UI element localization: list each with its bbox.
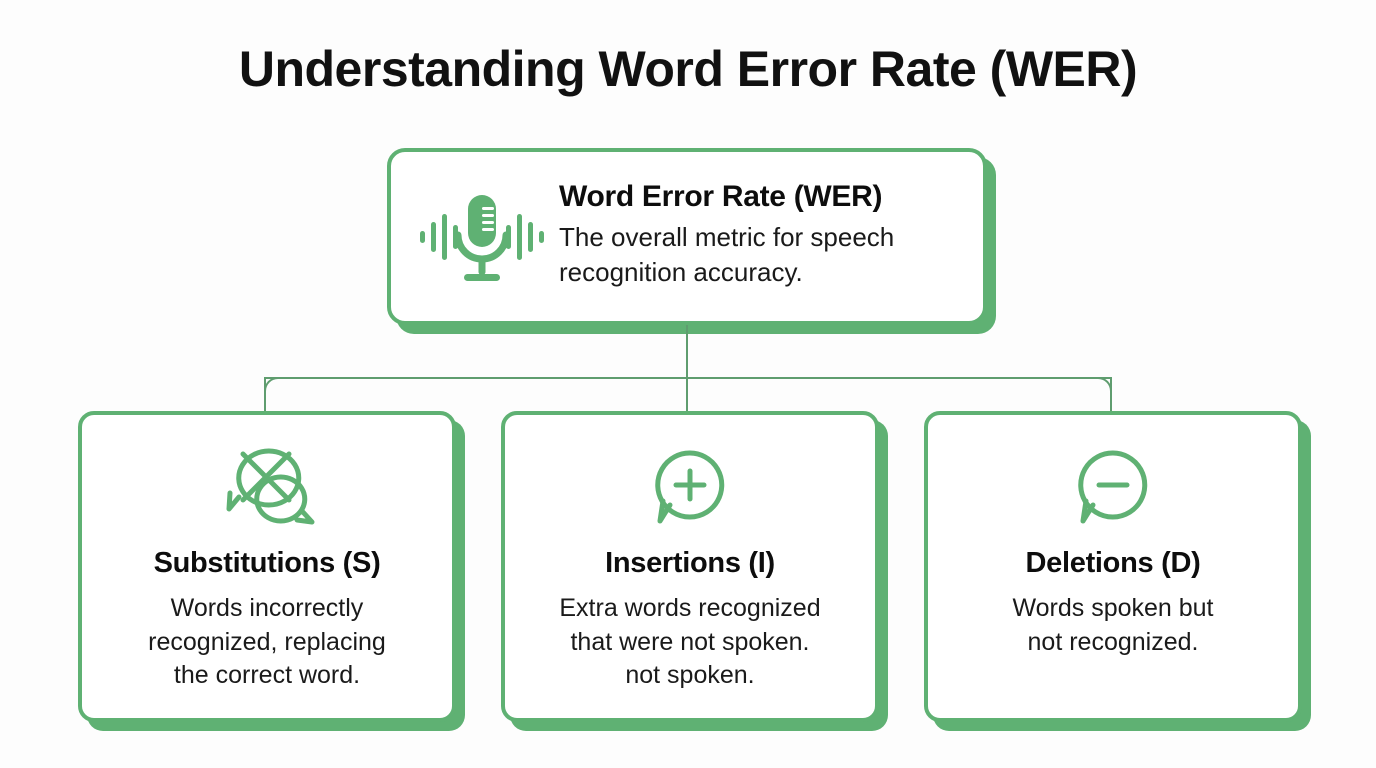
leaf-card-title-deletions: Deletions (D) <box>1025 547 1201 579</box>
leaf-card-title-substitutions: Substitutions (S) <box>153 547 381 579</box>
connector-branch-right <box>1110 377 1112 413</box>
leaf-card-deletions: Deletions (D) Words spoken but not recog… <box>924 411 1302 722</box>
description-line: Extra words recognized <box>559 594 821 623</box>
connector-corner-left <box>264 377 284 397</box>
connector-branch-left <box>264 377 266 413</box>
connector-trunk-vertical <box>686 325 688 378</box>
speech-bubble-minus-icon <box>1073 441 1153 537</box>
root-card-text: Word Error Rate (WER) The overall metric… <box>547 180 957 293</box>
leaf-card-substitutions: Substitutions (S) Words incorrectly reco… <box>78 411 456 722</box>
description-line: that were not spoken. <box>570 627 810 656</box>
description-line: recognized, replacing <box>148 627 386 656</box>
leaf-card-insertions: Insertions (I) Extra words recognized th… <box>501 411 879 722</box>
root-card-description-line-2: recognition accuracy. <box>559 256 803 287</box>
leaf-card-title-insertions: Insertions (I) <box>605 547 775 579</box>
connector-corner-right <box>1092 377 1112 397</box>
description-line: not spoken. <box>625 661 755 690</box>
leaf-card-description-deletions: Words spoken but not recognized. <box>1012 592 1213 659</box>
root-card-description: The overall metric for speech recognitio… <box>559 220 957 289</box>
description-line: not recognized. <box>1027 627 1199 656</box>
description-line: Words spoken but <box>1012 594 1214 623</box>
root-card-description-line-1: The overall metric for speech <box>559 222 895 253</box>
connector-horizontal-bar <box>264 377 1112 379</box>
root-card-title: Word Error Rate (WER) <box>559 179 883 213</box>
microphone-waveform-icon <box>417 185 547 289</box>
description-line: Words incorrectly <box>170 594 364 623</box>
root-card-word-error-rate: Word Error Rate (WER) The overall metric… <box>387 148 987 325</box>
description-line: the correct word. <box>173 661 361 690</box>
leaf-card-description-insertions: Extra words recognized that were not spo… <box>559 592 820 693</box>
crossed-speech-bubbles-icon <box>213 441 321 537</box>
speech-bubble-plus-icon <box>650 441 730 537</box>
page-title: Understanding Word Error Rate (WER) <box>238 41 1138 97</box>
connector-branch-middle <box>686 377 688 413</box>
leaf-card-description-substitutions: Words incorrectly recognized, replacing … <box>148 592 386 693</box>
